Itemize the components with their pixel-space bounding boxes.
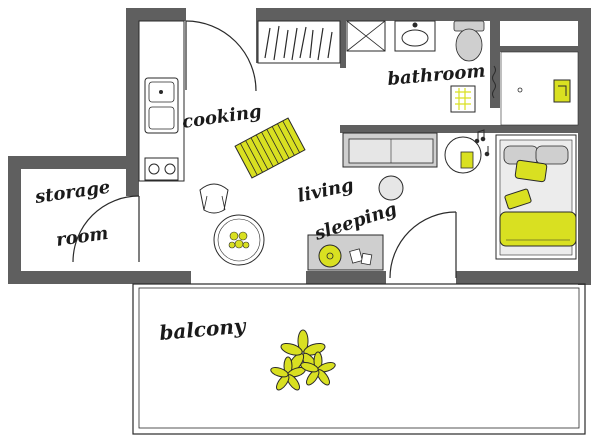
wardrobe bbox=[257, 20, 341, 64]
label-balcony: balcony bbox=[158, 313, 247, 345]
walls bbox=[8, 8, 591, 285]
bathroom bbox=[346, 20, 579, 126]
label-storage: storage bbox=[33, 177, 112, 208]
bed-icon bbox=[495, 134, 577, 260]
kitchen-counter bbox=[138, 20, 185, 182]
bathroom-sink-icon bbox=[394, 20, 436, 52]
sofa-icon bbox=[342, 132, 438, 168]
bath-mat bbox=[450, 85, 476, 113]
utility-cabinet bbox=[500, 51, 579, 126]
record-player-icon bbox=[378, 175, 404, 201]
toilet-icon bbox=[453, 20, 485, 62]
doors bbox=[72, 20, 457, 279]
label-cooking: cooking bbox=[181, 101, 263, 133]
stove-icon bbox=[144, 157, 179, 181]
label-room: room bbox=[55, 223, 110, 251]
rug-icon bbox=[234, 117, 306, 179]
coffee-table bbox=[307, 234, 384, 271]
balcony-area bbox=[132, 283, 586, 435]
chair-icon bbox=[199, 183, 229, 214]
side-table bbox=[444, 136, 482, 174]
potted-plant-icon bbox=[270, 329, 336, 391]
kitchen-sink-icon bbox=[144, 77, 179, 134]
music-notes bbox=[474, 129, 490, 157]
label-living: living bbox=[296, 175, 356, 207]
round-table-icon bbox=[213, 214, 265, 266]
shower-icon bbox=[346, 20, 386, 52]
